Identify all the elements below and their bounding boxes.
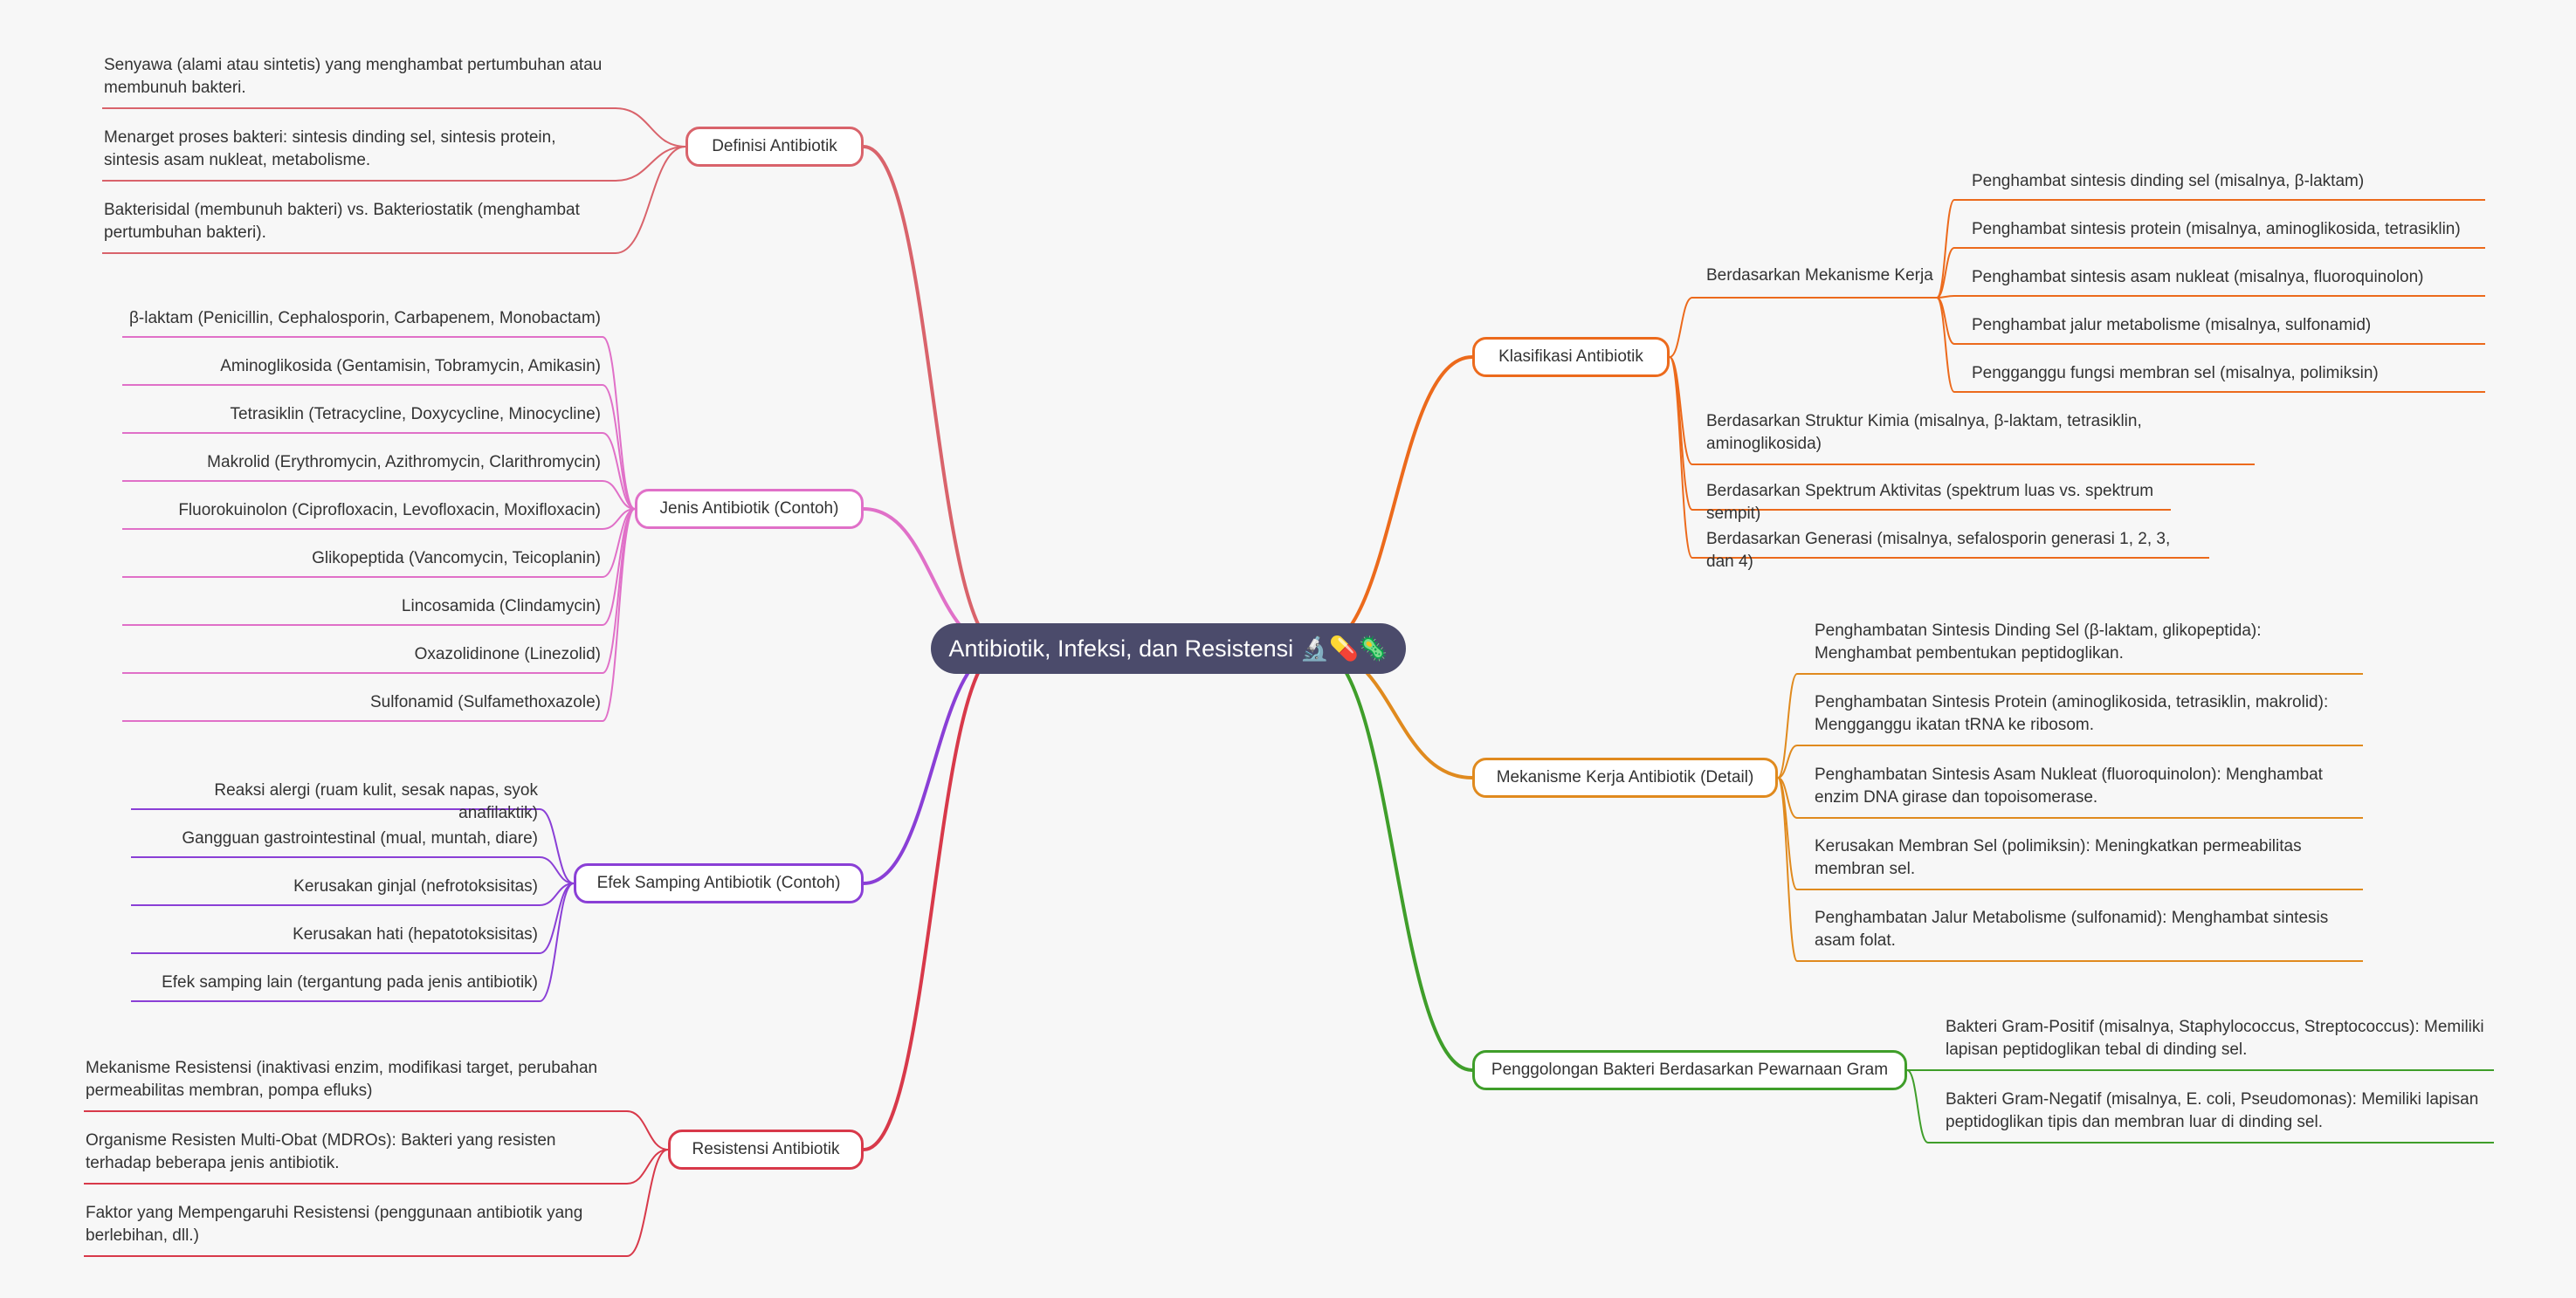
connector-root-efek	[863, 647, 1003, 885]
connector-jenis-3	[602, 480, 636, 510]
connector-jenis-0	[602, 336, 636, 510]
branch-efek: Efek Samping Antibiotik (Contoh)	[574, 863, 864, 903]
leaf-efek-1: Gangguan gastrointestinal (mual, muntah,…	[182, 829, 538, 848]
connector-jenis-7	[602, 508, 636, 674]
connector-klasifikasi-mekanisme-4	[1936, 297, 1955, 393]
leaf-mekanisme-3: Kerusakan Membran Sel (polimiksin): Meni…	[1815, 837, 2302, 878]
leaf-definisi-1: Menarget proses bakteri: sintesis dindin…	[104, 128, 556, 169]
connector-mekanisme-1	[1777, 745, 1798, 779]
leaf-klasifikasi-2: Berdasarkan Generasi (misalnya, sefalosp…	[1706, 530, 2171, 571]
branch-klasifikasi: Klasifikasi Antibiotik	[1472, 337, 1670, 377]
leaf-klasifikasi-0: Berdasarkan Struktur Kimia (misalnya, β-…	[1706, 412, 2142, 453]
leaf-klasifikasi-mekanisme-0: Penghambat sintesis dinding sel (misalny…	[1972, 172, 2365, 190]
leaf-klasifikasi-mekanisme-1: Penghambat sintesis protein (misalnya, a…	[1972, 220, 2461, 238]
root-topic: Antibiotik, Infeksi, dan Resistensi 🔬💊🦠	[931, 623, 1406, 674]
connector-definisi-2	[615, 146, 686, 254]
connector-klasifikasi-mekanisme	[1669, 297, 1693, 358]
leaf-jenis-4: Fluorokuinolon (Ciprofloxacin, Levofloxa…	[178, 501, 601, 519]
connector-efek-0	[539, 808, 575, 884]
leaf-jenis-0: β-laktam (Penicillin, Cephalosporin, Car…	[128, 309, 601, 327]
leaf-jenis-5: Glikopeptida (Vancomycin, Teicoplanin)	[312, 549, 601, 567]
leaf-definisi-2: Bakterisidal (membunuh bakteri) vs. Bakt…	[104, 201, 580, 242]
leaf-mekanisme-0: Penghambatan Sintesis Dinding Sel (β-lak…	[1815, 622, 2262, 663]
connector-resistensi-2	[626, 1149, 669, 1257]
leaf-resistensi-0: Mekanisme Resistensi (inaktivasi enzim, …	[86, 1059, 598, 1100]
leaf-klasifikasi-mekanisme-4: Pengganggu fungsi membran sel (misalnya,…	[1972, 364, 2379, 382]
leaf-mekanisme-4: Penghambatan Jalur Metabolisme (sulfonam…	[1815, 909, 2329, 950]
branch-gram: Penggolongan Bakteri Berdasarkan Pewarna…	[1472, 1050, 1907, 1090]
leaf-klasifikasi-mekanisme-3: Penghambat jalur metabolisme (misalnya, …	[1972, 316, 2372, 334]
branch-jenis: Jenis Antibiotik (Contoh)	[635, 489, 864, 529]
leaf-jenis-3: Makrolid (Erythromycin, Azithromycin, Cl…	[207, 453, 601, 471]
connector-definisi-1	[615, 146, 686, 182]
leaf-mekanisme-2: Penghambatan Sintesis Asam Nukleat (fluo…	[1815, 766, 2323, 807]
connector-klasifikasi-mekanisme-1	[1936, 247, 1955, 299]
connector-definisi-0	[615, 107, 686, 148]
leaf-resistensi-1: Organisme Resisten Multi-Obat (MDROs): B…	[86, 1131, 556, 1172]
leaf-jenis-6: Lincosamida (Clindamycin)	[401, 597, 601, 615]
branch-definisi: Definisi Antibiotik	[685, 127, 864, 167]
leaf-mekanisme-1: Penghambatan Sintesis Protein (aminoglik…	[1815, 693, 2329, 734]
leaf-jenis-2: Tetrasiklin (Tetracycline, Doxycycline, …	[230, 405, 601, 423]
leaf-efek-2: Kerusakan ginjal (nefrotoksisitas)	[293, 877, 538, 896]
connector-efek-1	[539, 856, 575, 884]
connector-resistensi-1	[626, 1149, 669, 1185]
sub-branch-mekanisme-kerja: Berdasarkan Mekanisme Kerja	[1706, 266, 1933, 285]
connector-mekanisme-0	[1777, 673, 1798, 779]
connector-root-resistensi	[863, 647, 1003, 1151]
connector-gram-1	[1906, 1069, 1929, 1143]
connector-mekanisme-4	[1777, 777, 1798, 962]
leaf-klasifikasi-mekanisme-2: Penghambat sintesis asam nukleat (misaln…	[1972, 268, 2424, 286]
branch-mekanisme: Mekanisme Kerja Antibiotik (Detail)	[1472, 758, 1778, 798]
leaf-jenis-1: Aminoglikosida (Gentamisin, Tobramycin, …	[220, 357, 601, 375]
leaf-gram-0: Bakteri Gram-Positif (misalnya, Staphylo…	[1946, 1018, 2484, 1059]
connector-resistensi-0	[626, 1110, 669, 1150]
leaf-efek-0: Reaksi alergi (ruam kulit, sesak napas, …	[214, 781, 538, 822]
branch-resistensi: Resistensi Antibiotik	[668, 1130, 864, 1170]
leaf-efek-3: Kerusakan hati (hepatotoksisitas)	[293, 925, 538, 944]
leaf-efek-4: Efek samping lain (tergantung pada jenis…	[162, 973, 538, 992]
leaf-gram-1: Bakteri Gram-Negatif (misalnya, E. coli,…	[1946, 1090, 2479, 1131]
leaf-definisi-0: Senyawa (alami atau sintetis) yang mengh…	[104, 56, 603, 97]
connector-klasifikasi-mekanisme-0	[1936, 199, 1955, 299]
connector-jenis-8	[602, 508, 636, 722]
leaf-jenis-7: Oxazolidinone (Linezolid)	[414, 645, 601, 663]
connector-root-klasifikasi	[1316, 355, 1473, 650]
connector-klasifikasi-1	[1669, 356, 1693, 511]
connector-efek-4	[539, 883, 575, 1002]
leaf-resistensi-2: Faktor yang Mempengaruhi Resistensi (pen…	[86, 1204, 583, 1245]
leaf-klasifikasi-1: Berdasarkan Spektrum Aktivitas (spektrum…	[1706, 482, 2154, 523]
connector-klasifikasi-2	[1669, 356, 1693, 559]
leaf-jenis-8: Sulfonamid (Sulfamethoxazole)	[369, 693, 601, 711]
connector-jenis-2	[602, 432, 636, 510]
connector-root-definisi	[863, 145, 1003, 650]
connector-jenis-1	[602, 384, 636, 510]
